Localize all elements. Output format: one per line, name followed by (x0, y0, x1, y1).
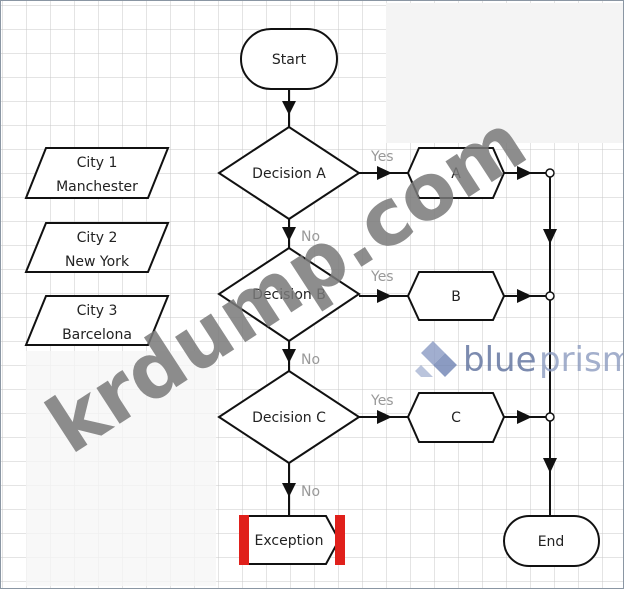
exception-node[interactable]: Exception (239, 515, 345, 565)
logo-text-prism: prism (539, 340, 624, 380)
no-label-c: No (301, 484, 320, 500)
yes-label-b: Yes (370, 269, 394, 285)
blueprism-logo-icon (415, 341, 457, 377)
gray-panel (386, 3, 623, 143)
city-3-label: City 3 (77, 303, 118, 319)
action-c-node[interactable]: C (406, 392, 506, 443)
exception-label: Exception (255, 533, 324, 549)
city-3-data[interactable]: City 3 Barcelona (24, 295, 170, 346)
city-3-value: Barcelona (62, 327, 132, 343)
city-2-label: City 2 (77, 230, 118, 246)
end-node[interactable]: End (503, 515, 600, 567)
decision-c-node[interactable]: Decision C (217, 369, 361, 465)
city-2-value: New York (65, 254, 130, 270)
gray-panel (26, 351, 216, 586)
action-a-node[interactable]: A (406, 147, 506, 199)
start-label: Start (272, 52, 307, 68)
city-1-label: City 1 (77, 155, 118, 171)
exception-bar-right (335, 515, 345, 565)
decision-b-node[interactable]: Decision B (217, 246, 361, 343)
city-2-data[interactable]: City 2 New York (24, 222, 170, 273)
no-label-b: No (301, 352, 320, 368)
end-label: End (538, 534, 565, 550)
action-b-node[interactable]: B (406, 271, 506, 321)
decision-c-label: Decision C (252, 410, 326, 426)
blueprism-logo: blue prism (415, 340, 624, 380)
action-b-label: B (451, 289, 461, 305)
decision-a-node[interactable]: Decision A (217, 125, 361, 221)
yes-label-c: Yes (370, 393, 394, 409)
exception-bar-left (239, 515, 249, 565)
connectors (282, 89, 557, 516)
city-1-value: Manchester (56, 179, 138, 195)
decision-b-label: Decision B (252, 287, 326, 303)
start-node[interactable]: Start (240, 28, 338, 90)
action-a-label: A (451, 166, 461, 182)
logo-text-blue: blue (463, 340, 537, 380)
yes-label-a: Yes (370, 149, 394, 165)
action-c-label: C (451, 410, 461, 426)
city-1-data[interactable]: City 1 Manchester (24, 147, 170, 199)
decision-a-label: Decision A (252, 166, 326, 182)
no-label-a: No (301, 229, 320, 245)
